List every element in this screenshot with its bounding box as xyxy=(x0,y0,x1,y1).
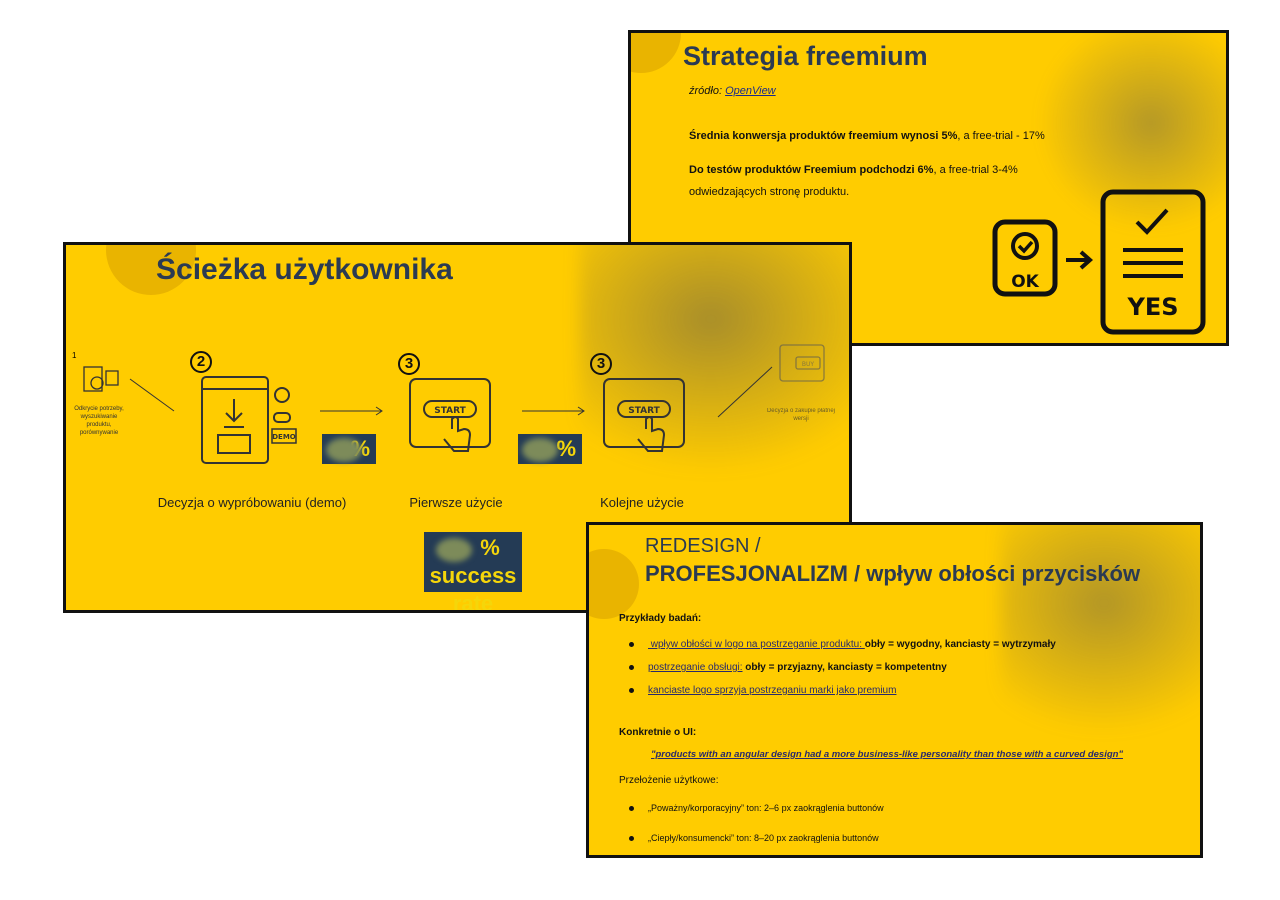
testing-bold: Do testów produktów Freemium podchodzi 6… xyxy=(689,164,934,176)
bullet xyxy=(629,664,634,670)
source-prefix: źródło: xyxy=(689,85,726,97)
slide-title: PROFESJONALIZM / wpływ obłości przyciskó… xyxy=(645,561,1141,586)
paragraph-conversion: Średnia konwersja produktów freemium wyn… xyxy=(689,125,1059,147)
translation-1-text: „Poważny/korporacyjny” ton: 2–6 px zaokr… xyxy=(648,803,884,813)
step4-label: Kolejne użycie xyxy=(600,495,684,510)
arrow-1 xyxy=(129,378,175,412)
success-rate-badge: % success rate xyxy=(424,532,522,610)
blurred-value xyxy=(326,438,362,462)
example-3-link[interactable]: kanciaste logo sprzyja postrzeganiu mark… xyxy=(648,685,897,696)
bullet xyxy=(629,641,634,647)
translation-item-1: „Poważny/korporacyjny” ton: 2–6 px zaokr… xyxy=(629,803,884,813)
percent-symbol: % xyxy=(480,535,500,560)
start-button-tap-icon: START xyxy=(603,378,685,452)
testing-rest: , a free-trial 3-4% odwiedzających stron… xyxy=(689,164,1018,198)
example-1-link[interactable]: wpływ obłości w logo na postrzeganie pro… xyxy=(648,639,865,650)
examples-heading: Przykłady badań: xyxy=(619,613,702,624)
example-2-link[interactable]: postrzeganie obsługi: xyxy=(648,662,743,673)
corner-arc-decoration xyxy=(589,549,639,619)
example-2-text: obły = przyjazny, kanciasty = kompetentn… xyxy=(742,662,947,673)
blurred-value xyxy=(436,538,472,562)
translation-2-text: „Ciepły/konsumencki” ton: 8–20 px zaokrą… xyxy=(648,833,879,843)
step4-number: 3 xyxy=(590,353,612,375)
step2-label: Decyzja o wypróbowaniu (demo) xyxy=(157,495,347,510)
demo-download-icon: DEMO xyxy=(201,376,297,464)
step3-number: 3 xyxy=(398,353,420,375)
slide-subtitle: REDESIGN / xyxy=(645,535,761,557)
example-item-1: wpływ obłości w logo na postrzeganie pro… xyxy=(629,639,1056,650)
slide-profesjonalizm: REDESIGN / PROFESJONALIZM / wpływ obłośc… xyxy=(586,522,1203,858)
translation-item-2: „Ciepły/konsumencki” ton: 8–20 px zaokrą… xyxy=(629,833,879,843)
step5-label: Decyzja o zakupie płatnej wersji xyxy=(766,408,836,422)
source-link[interactable]: OpenView xyxy=(725,85,776,97)
blurred-value xyxy=(522,438,558,462)
blurred-region xyxy=(1000,525,1200,735)
example-item-2: postrzeganie obsługi: obły = przyjazny, … xyxy=(629,662,947,673)
search-compare-icon xyxy=(83,366,119,392)
buy-cart-icon: BUY xyxy=(779,344,825,382)
arrow-2 xyxy=(320,406,383,416)
arrow-4 xyxy=(717,366,773,418)
ok-to-yes-icon: OK YES xyxy=(992,189,1206,335)
success-rate-label: success rate xyxy=(429,563,517,613)
step2-number: 2 xyxy=(190,351,212,373)
ui-heading: Konkretnie o UI: xyxy=(619,727,697,738)
example-1-text: obły = wygodny, kanciasty = wytrzymały xyxy=(864,639,1056,650)
bullet xyxy=(629,687,634,693)
ok-text: OK xyxy=(1011,272,1039,292)
success-percent: % xyxy=(424,534,522,562)
example-item-3: kanciaste logo sprzyja postrzeganiu mark… xyxy=(629,685,896,696)
start-text: START xyxy=(628,406,660,416)
slide-title: Strategia freemium xyxy=(683,41,928,71)
percent-symbol: % xyxy=(556,436,576,461)
translation-heading: Przełożenie użytkowe: xyxy=(619,775,719,786)
bullet xyxy=(629,806,634,812)
conversion-percent-badge-2: % xyxy=(518,434,582,464)
paragraph-testing: Do testów produktów Freemium podchodzi 6… xyxy=(689,159,1059,203)
corner-arc-decoration xyxy=(631,33,681,73)
step1-label: Odkrycie potrzeby, wyszukiwanie produktu… xyxy=(74,406,124,436)
arrow-3 xyxy=(522,406,585,416)
step1-number: 1 xyxy=(72,351,77,360)
research-quote[interactable]: "products with an angular design had a m… xyxy=(651,749,1123,760)
yes-text: YES xyxy=(1126,293,1178,321)
conversion-percent-badge-1: % xyxy=(322,434,376,464)
start-text: START xyxy=(434,406,466,416)
buy-text: BUY xyxy=(802,361,815,368)
step3-label: Pierwsze użycie xyxy=(409,495,503,510)
demo-text: DEMO xyxy=(272,433,296,441)
source-line: źródło: OpenView xyxy=(689,85,776,97)
conversion-rest: , a free-trial - 17% xyxy=(957,130,1045,142)
conversion-bold: Średnia konwersja produktów freemium wyn… xyxy=(689,130,958,142)
slide-title: Ścieżka użytkownika xyxy=(156,253,453,286)
bullet xyxy=(629,836,634,842)
start-button-tap-icon: START xyxy=(409,378,491,452)
